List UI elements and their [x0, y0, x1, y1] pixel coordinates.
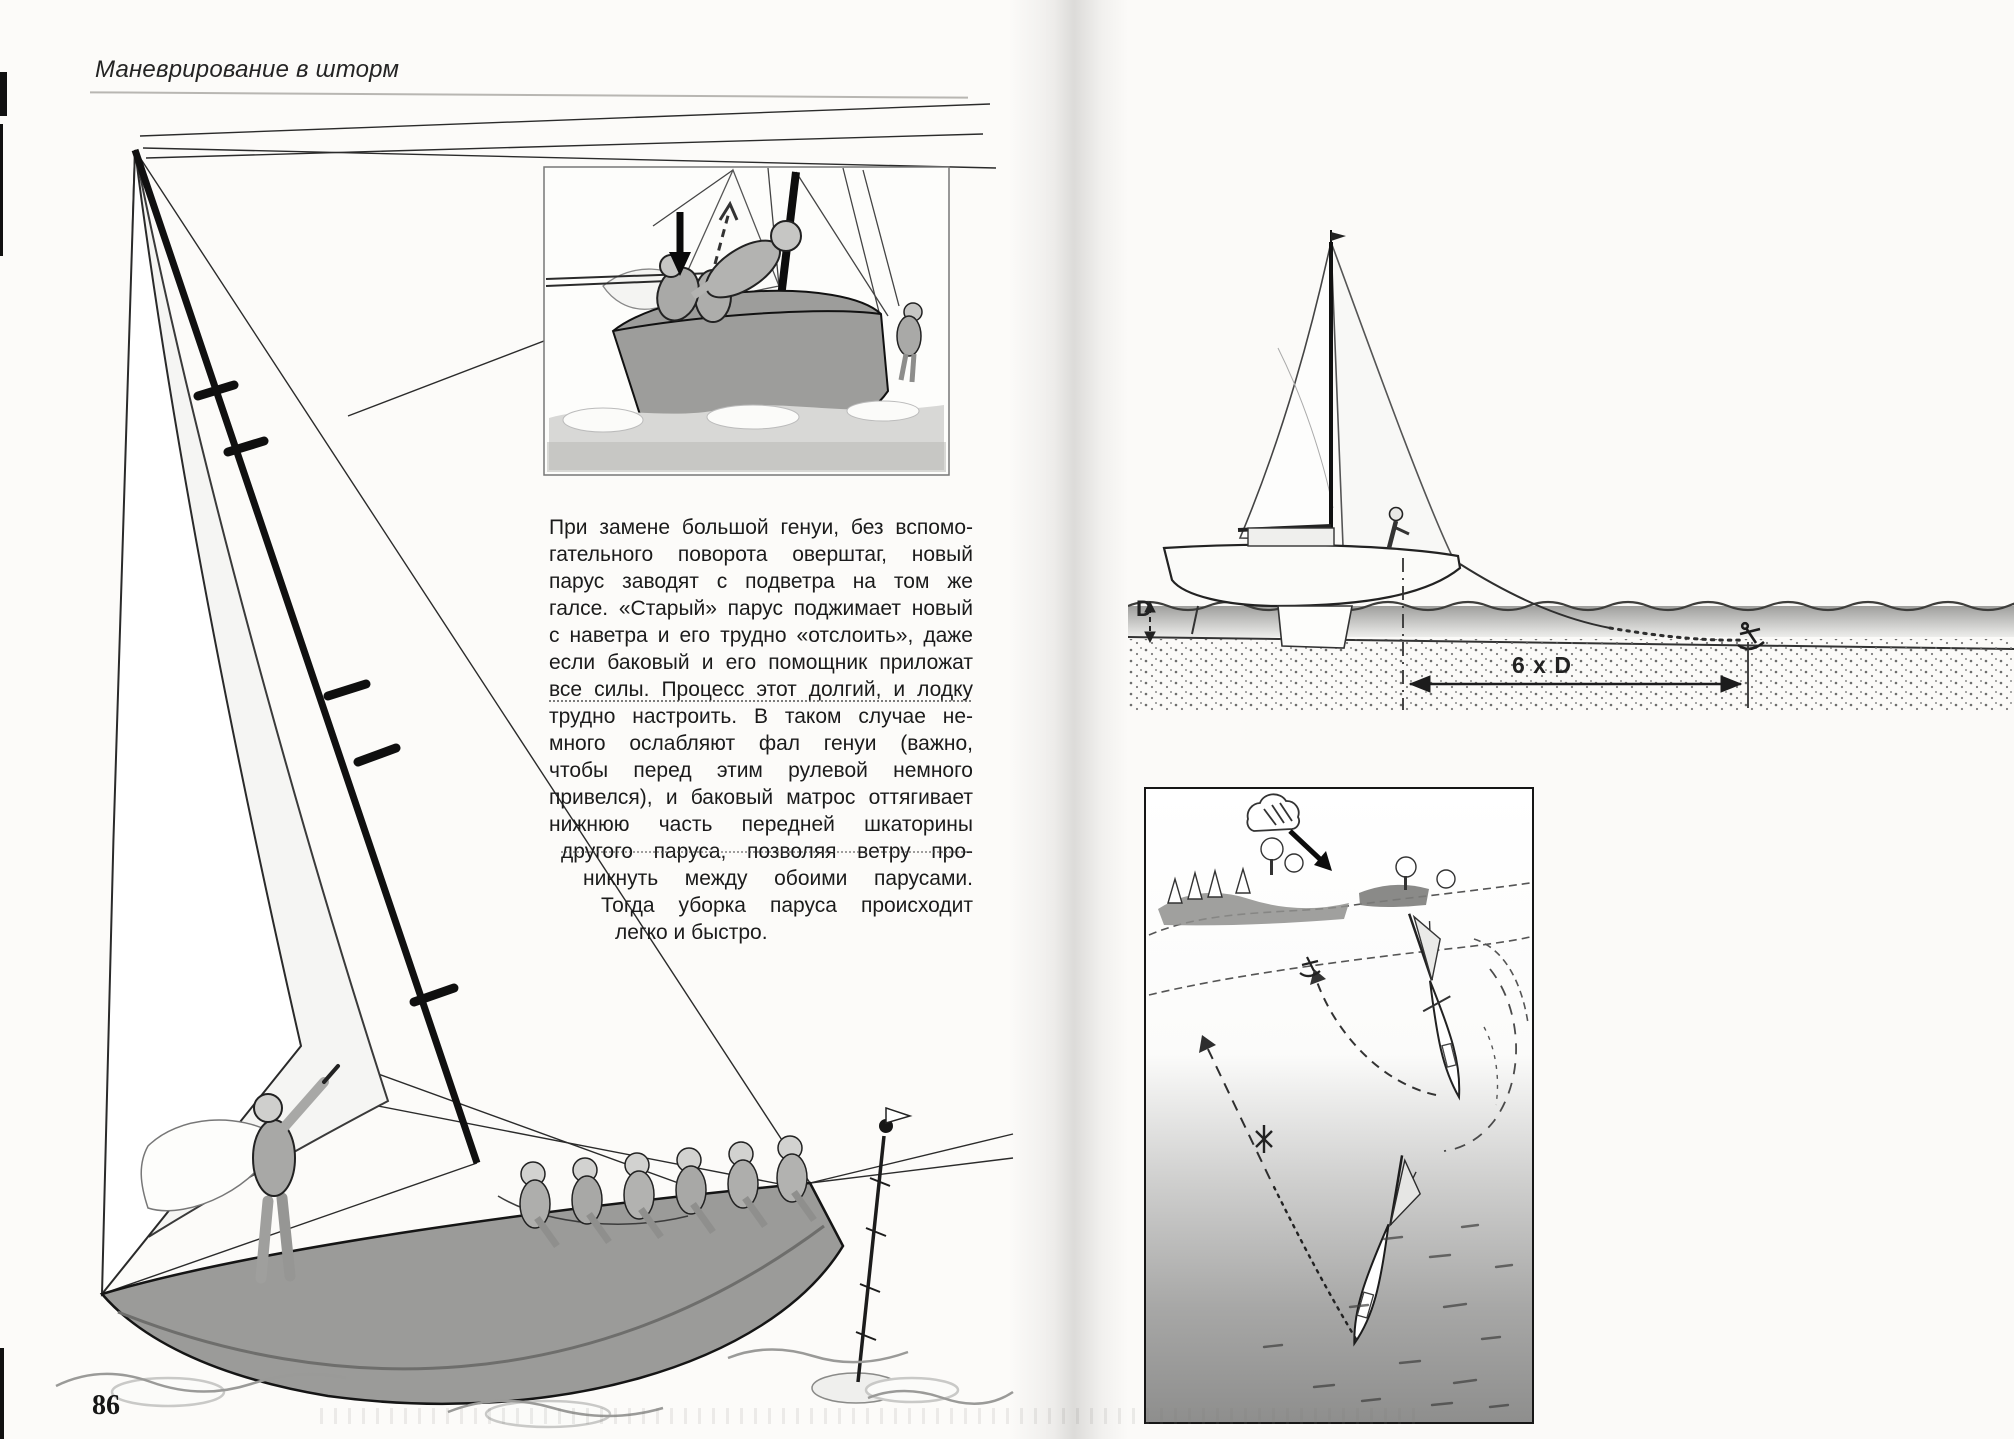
- inset-waves: [547, 400, 946, 472]
- wind-arrow-icon: [1288, 829, 1332, 871]
- text-line: все силы. Процесс этот долгий, и лодку: [549, 678, 973, 701]
- depth-arrow: [1144, 600, 1156, 644]
- text-line: привелся), и баковый матрос оттягивает: [549, 786, 973, 809]
- waves: [55, 1348, 1014, 1429]
- crew-on-rail: [519, 1135, 817, 1249]
- sail-change-inset-illustration: [543, 166, 950, 476]
- sea-surface: [1128, 600, 2014, 637]
- inset-crew-right: [896, 302, 923, 383]
- scope-arrow: [1408, 675, 1743, 693]
- text-line: галсе. «Старый» парус поджимает новый: [549, 597, 973, 620]
- text-line: Тогда уборка паруса происходит: [601, 894, 973, 917]
- bow-crew-figure: [1386, 506, 1410, 549]
- text-line: парус заводят с подветра на том же: [549, 570, 973, 593]
- text-line: При замене большой генуи, без вспомо-: [549, 516, 973, 539]
- wind-cloud-icon: [1246, 793, 1300, 832]
- seabed: [1128, 636, 2014, 713]
- bay-frame: [1144, 787, 1534, 1424]
- text-line: никнуть между обоими парусами.: [583, 867, 973, 890]
- swing-path: [1315, 978, 1437, 1096]
- page-number-left: 86: [92, 1390, 120, 1421]
- up-dashed-arrow-icon: [713, 200, 739, 265]
- sail-change-paragraph: При замене большой генуи, без вспомо-гат…: [549, 514, 973, 946]
- anchored-yacht: [1162, 230, 1462, 649]
- genoa-sails: [100, 149, 459, 1297]
- text-line: чтобы перед этим рулевой немного: [549, 759, 973, 782]
- yacht-swinging: [1407, 913, 1461, 1101]
- pointing-crew-member: [252, 1064, 340, 1284]
- masthead-fly-icon: [1331, 232, 1346, 241]
- scan-artifact-middle: [0, 124, 3, 256]
- text-line: много ослабляют фал генуи (важно,: [549, 732, 973, 755]
- swing-path-arrowhead: [1310, 969, 1326, 985]
- heeled-yacht-hull: [99, 1181, 845, 1405]
- text-line: трудно настроить. В таком случае не-: [549, 705, 973, 728]
- inset-crew: [656, 220, 802, 323]
- anchor-icon: [1737, 621, 1765, 651]
- drift-arrow: [1205, 1044, 1271, 1180]
- page-left: Маневрирование в шторм: [28, 56, 1020, 1430]
- water-speckles: [1262, 1223, 1514, 1409]
- anchor-rode: [1459, 563, 1744, 642]
- anchor-marker-icon: [1299, 956, 1321, 978]
- down-arrow-icon: [669, 212, 691, 276]
- anchor-cross-icon: [1255, 1125, 1273, 1153]
- text-line: нижнюю часть передней шкаторины: [549, 813, 973, 836]
- yacht-anchored-bottom: [1353, 1155, 1421, 1347]
- trees: [1158, 837, 1456, 926]
- text-line: с наветра и его трудно «отслоить», даже: [549, 624, 973, 647]
- shoreline: [1148, 882, 1531, 1106]
- text-line: легко и быстро.: [615, 921, 768, 944]
- text-line: если баковый и его помощник приложат: [549, 651, 973, 674]
- scan-artifact-top: [0, 72, 7, 116]
- storm-sailing-illustration: [28, 96, 1020, 1430]
- text-line: другого паруса, позволяя ветру про-: [561, 840, 973, 863]
- rode-path: [1270, 1181, 1358, 1341]
- text-line: гательного поворота оверштаг, новый: [549, 543, 973, 566]
- chapter-header: Маневрирование в шторм: [95, 56, 400, 83]
- drift-arrowhead: [1199, 1035, 1216, 1053]
- scope-label: 6 x D: [1512, 652, 1572, 678]
- scan-artifact-bottom: [0, 1348, 4, 1439]
- scan-noise-strip: [320, 1408, 1420, 1424]
- anchoring-profile-diagram: [1128, 228, 2014, 746]
- depth-label: D: [1136, 596, 1152, 621]
- bay-anchoring-illustration: [1144, 787, 1534, 1424]
- mast: [131, 148, 481, 1165]
